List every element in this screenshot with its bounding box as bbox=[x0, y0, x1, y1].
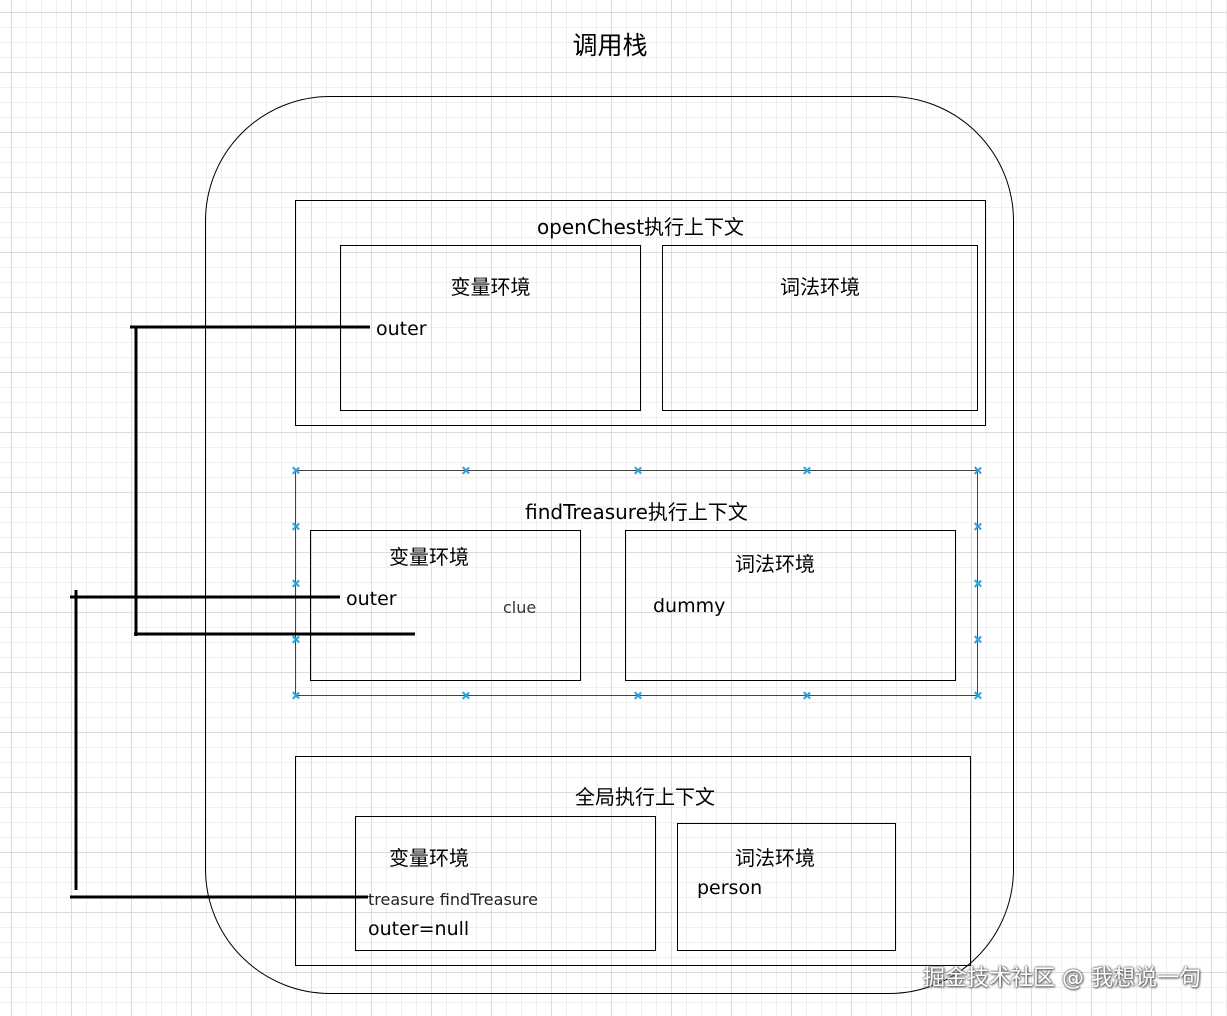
selection-handle-icon[interactable] bbox=[462, 692, 469, 699]
global-variable-env bbox=[355, 816, 656, 951]
selection-handle-icon[interactable] bbox=[292, 580, 299, 587]
selection-handle-icon[interactable] bbox=[634, 467, 641, 474]
openchest-context bbox=[295, 200, 986, 426]
findtreasure-lexical-env bbox=[625, 530, 956, 681]
findtreasure-variable-env bbox=[310, 530, 581, 681]
selection-handle-icon[interactable] bbox=[803, 467, 810, 474]
global-context bbox=[295, 756, 971, 966]
selection-handle-icon[interactable] bbox=[974, 636, 981, 643]
selection-handle-icon[interactable] bbox=[292, 467, 299, 474]
openchest-context-title: openChest执行上下文 bbox=[536, 215, 745, 239]
global-person-item: person bbox=[697, 877, 763, 899]
openchest-variable-env-title: 变量环境 bbox=[450, 275, 531, 299]
findtreasure-lexical-env-title: 词法环境 bbox=[735, 552, 815, 576]
findtreasure-variable-env-title: 变量环境 bbox=[389, 545, 469, 569]
global-outer-null-item: outer=null bbox=[368, 918, 470, 940]
openchest-lexical-env-title: 词法环境 bbox=[780, 275, 860, 299]
watermark: 掘金技术社区 @ 我想说一句 bbox=[923, 966, 1201, 991]
global-lexical-env-title: 词法环境 bbox=[735, 846, 815, 870]
global-context-title: 全局执行上下文 bbox=[575, 785, 715, 809]
diagram-title: 调用栈 bbox=[572, 31, 648, 60]
call-stack-container bbox=[205, 96, 1014, 994]
global-variable-env-title: 变量环境 bbox=[389, 846, 469, 870]
openchest-outer-item: outer bbox=[376, 318, 427, 340]
findtreasure-outer-item: outer bbox=[346, 588, 397, 610]
global-lexical-env bbox=[677, 823, 896, 951]
selection-handle-icon[interactable] bbox=[634, 692, 641, 699]
selection-handle-icon[interactable] bbox=[462, 467, 469, 474]
selection-handle-icon[interactable] bbox=[974, 580, 981, 587]
selection-handle-icon[interactable] bbox=[803, 692, 810, 699]
selection-handle-icon[interactable] bbox=[292, 523, 299, 530]
global-treasure-findtreasure-item: treasure findTreasure bbox=[368, 890, 538, 909]
findtreasure-context-title: findTreasure执行上下文 bbox=[525, 500, 748, 524]
openchest-lexical-env bbox=[662, 245, 978, 411]
selection-handle-icon[interactable] bbox=[974, 692, 981, 699]
findtreasure-dummy-item: dummy bbox=[653, 595, 726, 617]
selection-handle-icon[interactable] bbox=[292, 692, 299, 699]
findtreasure-clue-item: clue bbox=[503, 598, 537, 617]
selection-handle-icon[interactable] bbox=[292, 636, 299, 643]
selection-handle-icon[interactable] bbox=[974, 523, 981, 530]
selection-handle-icon[interactable] bbox=[974, 467, 981, 474]
